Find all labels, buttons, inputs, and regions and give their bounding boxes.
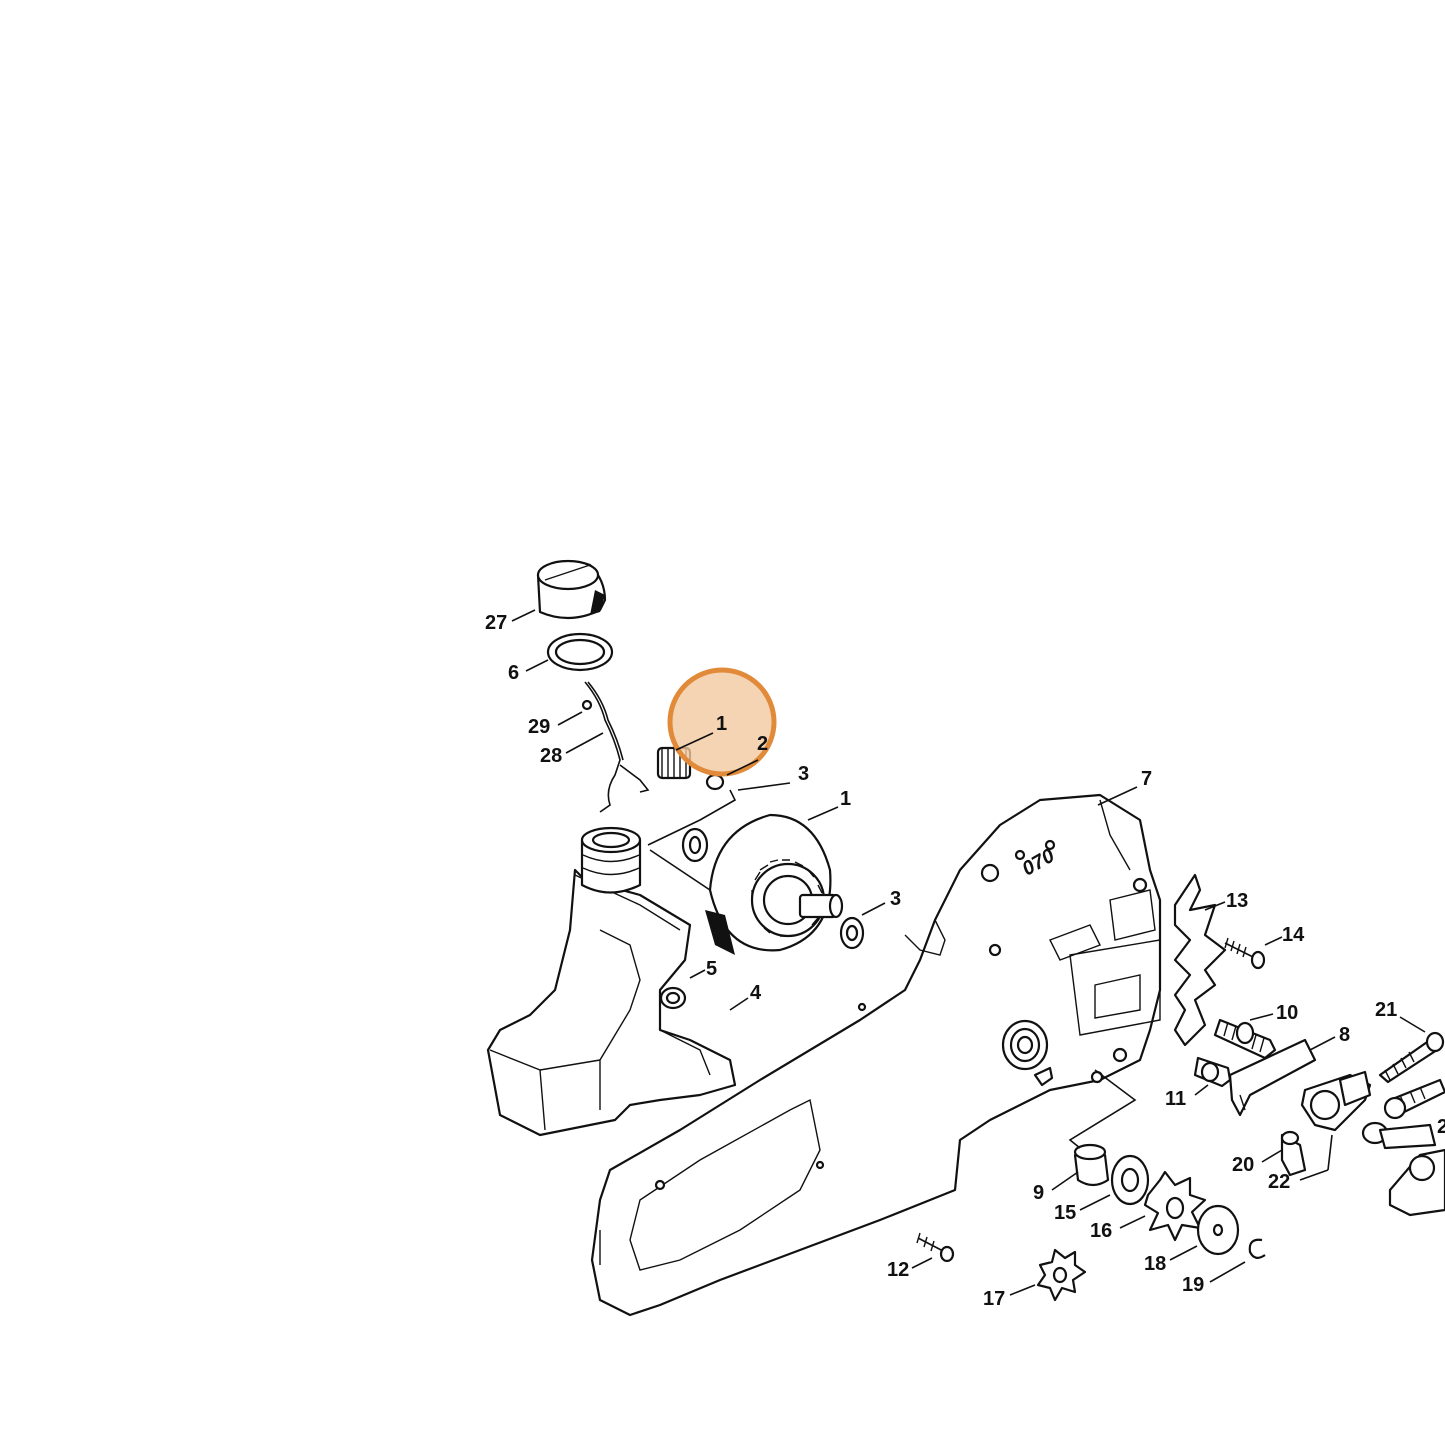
grommet-5 [659, 986, 687, 1010]
seal-ring [546, 632, 614, 672]
callout-22: 22 [1268, 1171, 1290, 1193]
callout-6: 6 [508, 662, 519, 684]
callout-2-edge: 2 [1437, 1116, 1445, 1138]
e-clip-19 [1248, 1238, 1266, 1259]
highlight-marker [667, 667, 777, 777]
main-housing: 070 [590, 793, 1162, 1317]
rim-sprocket-16 [1143, 1170, 1207, 1242]
screw-12 [916, 1232, 955, 1263]
callout-29: 29 [528, 716, 550, 738]
callout-20: 20 [1232, 1154, 1254, 1176]
chain-catcher [1173, 873, 1227, 1047]
adjuster-parts [1361, 1121, 1445, 1217]
callout-15: 15 [1054, 1202, 1076, 1224]
bolt-right [1383, 1078, 1445, 1120]
screw-14 [1224, 937, 1266, 970]
oil-cap [536, 559, 607, 620]
callout-13: 13 [1226, 890, 1248, 912]
filler-neck [580, 826, 642, 894]
callout-19: 19 [1182, 1274, 1204, 1296]
washer-right [839, 916, 865, 950]
bolt-21 [1378, 1031, 1445, 1084]
tensioner-block [1300, 1070, 1372, 1132]
callout-7: 7 [1141, 768, 1152, 790]
callout-9: 9 [1033, 1182, 1044, 1204]
nut-11 [1193, 1056, 1232, 1088]
retainer-chain [581, 681, 650, 813]
oil-tank [486, 868, 737, 1137]
callout-5: 5 [706, 958, 717, 980]
callout-3-lower: 3 [890, 888, 901, 910]
callout-4: 4 [750, 982, 762, 1004]
callout-2: 2 [757, 733, 768, 755]
callout-3-upper: 3 [798, 763, 809, 785]
spur-sprocket-17 [1036, 1248, 1087, 1302]
callout-1-gear: 1 [716, 713, 727, 735]
callout-10: 10 [1276, 1002, 1298, 1024]
callout-1-drum: 1 [840, 788, 851, 810]
callout-18: 18 [1144, 1253, 1166, 1275]
callout-labels: 27 6 29 28 1 2 3 1 3 5 4 7 13 14 10 8 21… [485, 612, 1445, 1310]
stud-10 [1213, 1018, 1277, 1060]
callout-11: 11 [1165, 1088, 1186, 1110]
callout-21: 21 [1375, 999, 1397, 1021]
callout-27: 27 [485, 612, 507, 634]
pin-20 [1280, 1130, 1307, 1177]
washer-15 [1110, 1154, 1150, 1206]
needle-bearing [1073, 1143, 1110, 1187]
tensioner-slide [1228, 1038, 1317, 1117]
callout-12: 12 [887, 1259, 909, 1281]
callout-16: 16 [1090, 1220, 1112, 1242]
clutch-drum [705, 813, 844, 955]
leader-lines [511, 609, 1426, 1296]
washer-18 [1196, 1204, 1240, 1256]
callout-14: 14 [1282, 924, 1305, 946]
callout-28: 28 [540, 745, 562, 767]
washer-left [681, 827, 709, 863]
callout-17: 17 [983, 1288, 1005, 1310]
callout-8: 8 [1339, 1024, 1350, 1046]
